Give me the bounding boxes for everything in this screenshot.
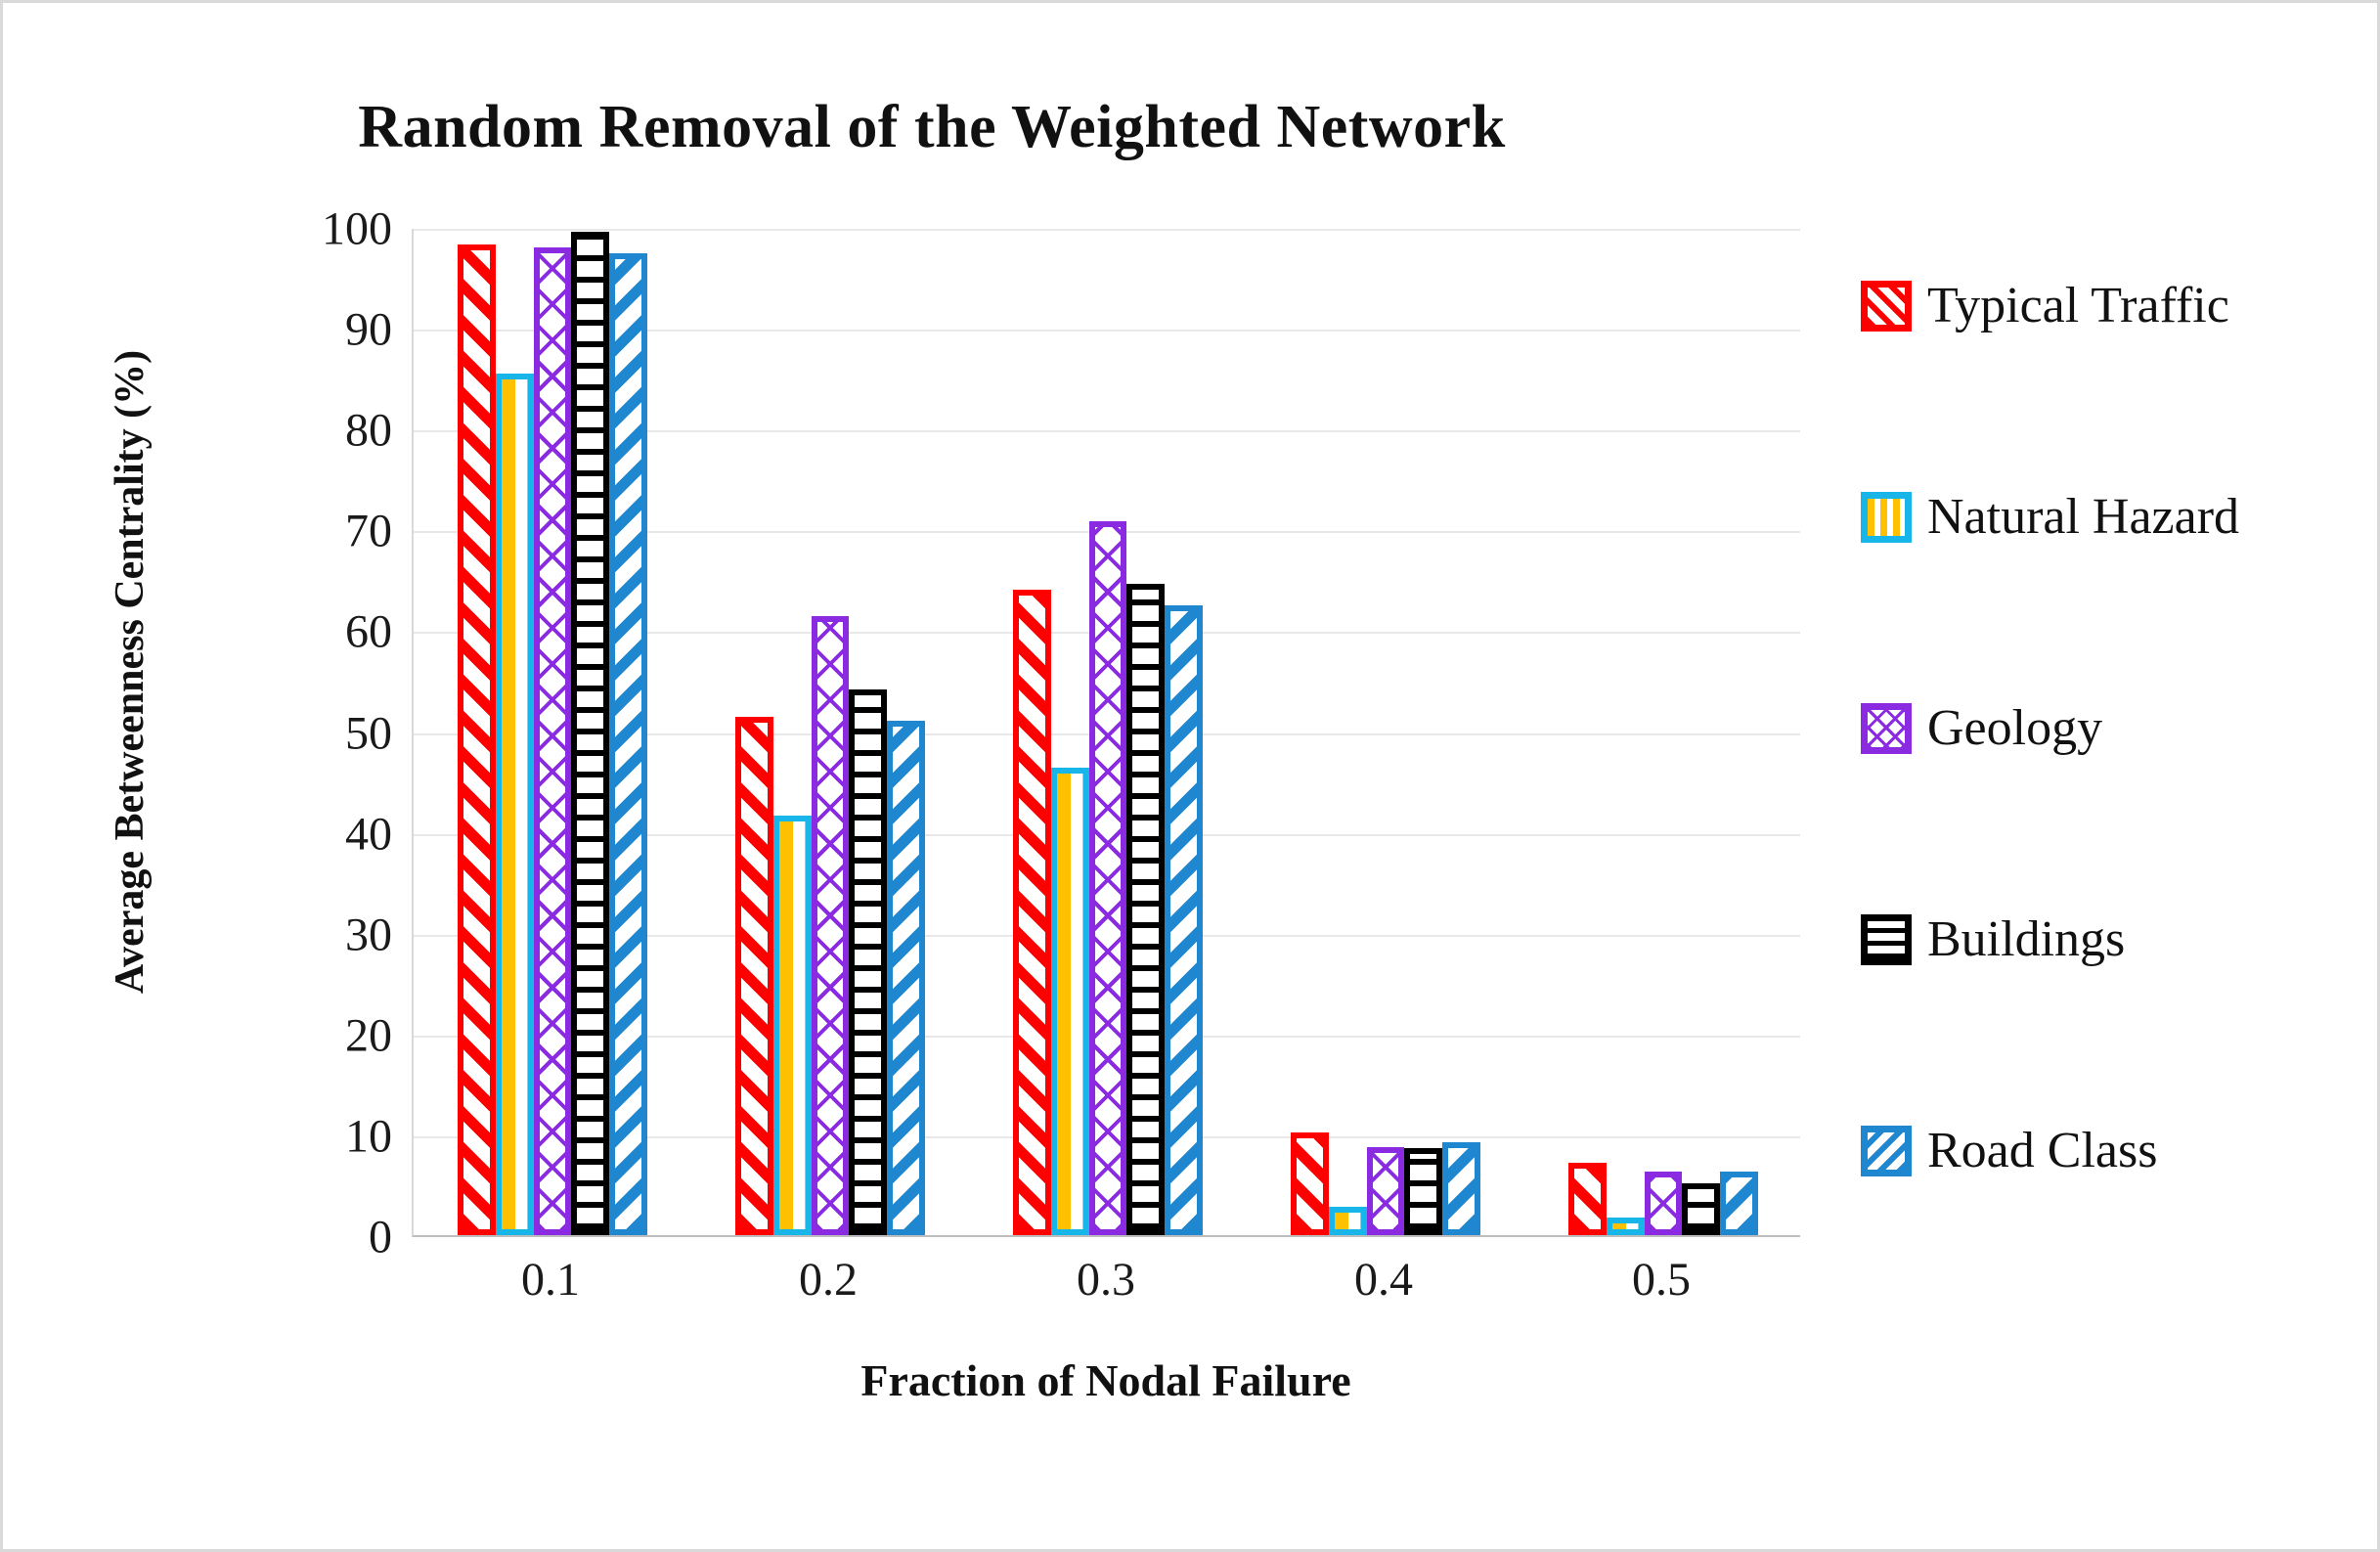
y-axis-tick-labels: 0 10 20 30 40 50 60 70 80 90 100 xyxy=(265,203,392,1264)
bar-geology xyxy=(1366,1147,1405,1235)
legend-label: Typical Traffic xyxy=(1927,278,2229,333)
x-tick-label: 0.4 xyxy=(1354,1254,1413,1306)
bar-road-class xyxy=(608,252,647,1235)
x-tick-label: 0.5 xyxy=(1632,1254,1691,1306)
bar-road-class xyxy=(1719,1172,1758,1235)
y-tick-label: 30 xyxy=(345,909,392,961)
bar-geology xyxy=(533,246,572,1235)
bar-road-class xyxy=(1441,1142,1480,1235)
bar-buildings xyxy=(571,232,609,1235)
legend-swatch-icon xyxy=(1861,491,1912,543)
bar-group xyxy=(691,229,969,1235)
bar-typical-traffic xyxy=(1291,1131,1330,1235)
legend-label: Road Class xyxy=(1927,1123,2158,1178)
legend-item-natural-hazard[interactable]: Natural Hazard xyxy=(1861,488,2239,546)
x-tick-label: 0.3 xyxy=(1077,1254,1135,1306)
bar-geology xyxy=(811,615,850,1235)
legend-swatch-icon xyxy=(1861,702,1912,754)
y-tick-label: 100 xyxy=(322,202,392,255)
gridline xyxy=(414,229,1800,231)
bar-natural-hazard xyxy=(1329,1207,1367,1235)
bar-road-class xyxy=(886,721,925,1235)
y-tick-label: 80 xyxy=(345,404,392,457)
bar-typical-traffic xyxy=(1568,1162,1608,1235)
legend-swatch-icon xyxy=(1861,913,1912,965)
bar-natural-hazard xyxy=(1607,1218,1645,1235)
x-tick-label: 0.1 xyxy=(521,1254,580,1306)
legend-item-road-class[interactable]: Road Class xyxy=(1861,1122,2157,1179)
legend-label: Natural Hazard xyxy=(1927,489,2240,545)
bar-typical-traffic xyxy=(735,717,774,1235)
bar-group xyxy=(1524,229,1802,1235)
legend-item-geology[interactable]: Geology xyxy=(1861,699,2102,757)
bar-road-class xyxy=(1164,604,1203,1235)
bar-buildings xyxy=(849,689,887,1235)
y-tick-label: 20 xyxy=(345,1009,392,1062)
y-axis-title: Average Betweenness Centrality (%) xyxy=(108,349,153,995)
bar-buildings xyxy=(1404,1148,1442,1235)
x-axis-tick-labels: 0.1 0.2 0.3 0.4 0.5 xyxy=(412,1253,1800,1331)
y-tick-label: 90 xyxy=(345,303,392,356)
bar-buildings xyxy=(1126,583,1165,1235)
y-tick-label: 60 xyxy=(345,605,392,658)
y-tick-label: 0 xyxy=(369,1211,392,1264)
chart-title: Random Removal of the Weighted Network xyxy=(358,94,1506,160)
bar-typical-traffic xyxy=(1013,590,1052,1235)
bar-typical-traffic xyxy=(458,244,497,1235)
y-tick-label: 50 xyxy=(345,707,392,759)
bar-natural-hazard xyxy=(496,373,534,1235)
bar-group xyxy=(969,229,1247,1235)
legend-label: Geology xyxy=(1927,700,2103,756)
bar-natural-hazard xyxy=(773,816,812,1235)
bar-natural-hazard xyxy=(1051,767,1089,1235)
x-axis-title: Fraction of Nodal Failure xyxy=(860,1355,1351,1405)
legend-item-typical-traffic[interactable]: Typical Traffic xyxy=(1861,277,2229,334)
plot-area xyxy=(412,229,1800,1237)
bar-buildings xyxy=(1682,1183,1720,1235)
legend-item-buildings[interactable]: Buildings xyxy=(1861,910,2125,968)
bar-group xyxy=(1247,229,1524,1235)
bar-geology xyxy=(1088,521,1127,1235)
bar-geology xyxy=(1644,1172,1683,1235)
gridline xyxy=(414,330,1800,333)
x-tick-label: 0.2 xyxy=(799,1254,858,1306)
y-tick-label: 40 xyxy=(345,808,392,861)
legend-swatch-icon xyxy=(1861,280,1912,332)
bar-group xyxy=(414,229,691,1235)
gridline xyxy=(414,430,1800,433)
y-tick-label: 70 xyxy=(345,505,392,557)
legend-label: Buildings xyxy=(1927,911,2126,967)
y-tick-label: 10 xyxy=(345,1110,392,1163)
legend-swatch-icon xyxy=(1861,1125,1912,1176)
